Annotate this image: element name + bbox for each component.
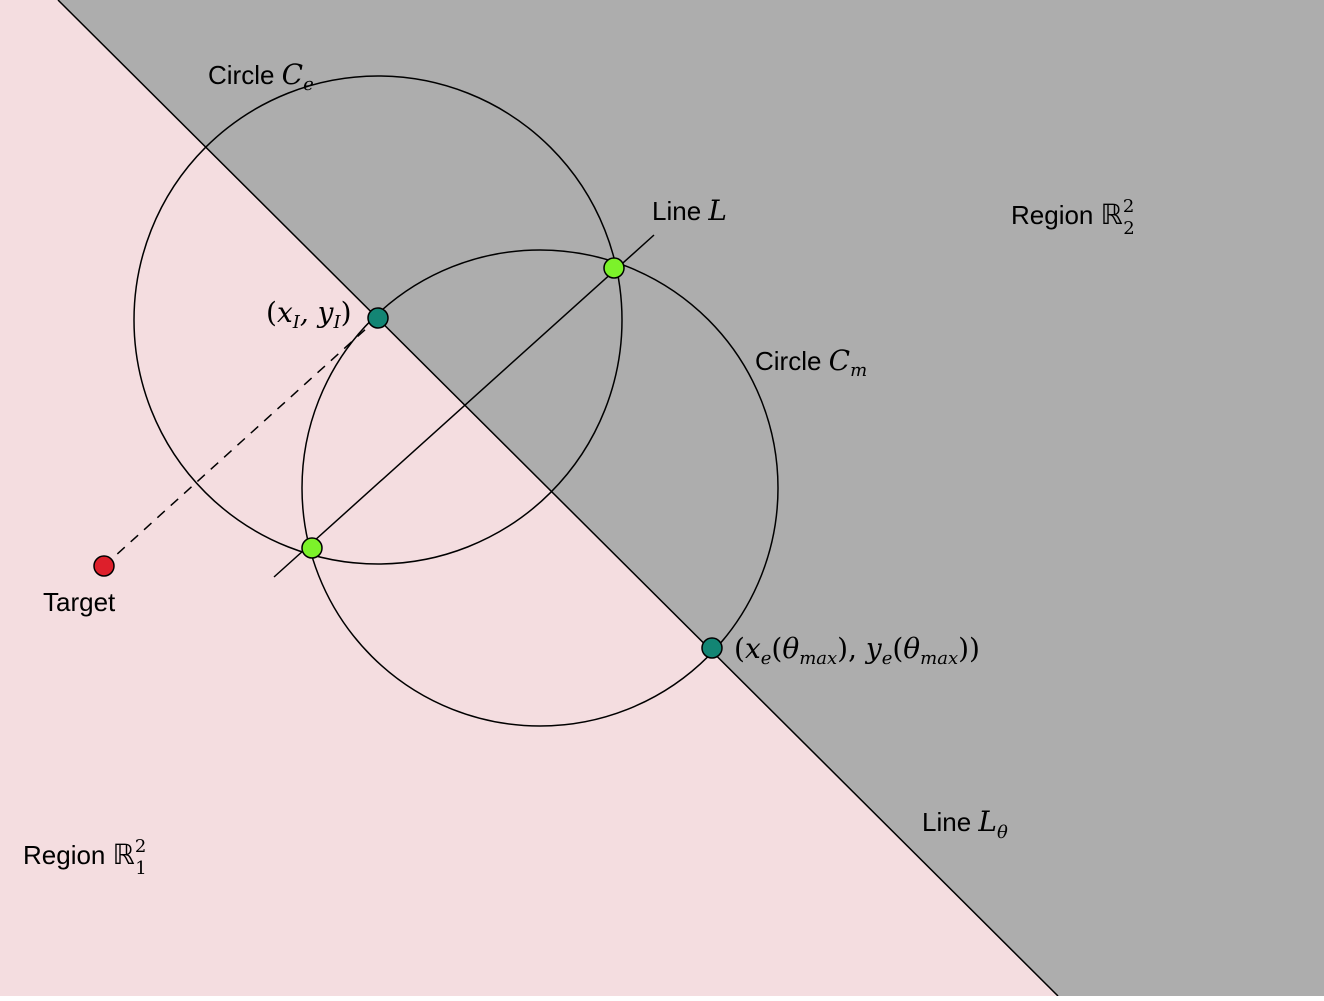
circle-c-e — [133, 75, 623, 565]
label-target: Target — [43, 587, 116, 617]
intersection-point-top — [603, 257, 625, 279]
label-circle-c-e: Circle Ce — [208, 58, 314, 95]
label-line-l: Line L — [652, 194, 727, 227]
dashed-target-line — [103, 317, 379, 567]
point-theta-max — [701, 637, 723, 659]
circle-c-m — [301, 249, 779, 727]
line-l — [273, 234, 655, 578]
point-x-i-y-i — [367, 307, 389, 329]
label-point-x-i-y-i: (xI, yI) — [266, 296, 352, 333]
region-2-area — [58, 0, 1324, 996]
label-point-theta-max: (xe(θmax), ye(θmax)) — [734, 632, 980, 669]
region-1-area — [0, 0, 1058, 996]
intersection-point-bottom — [301, 537, 323, 559]
label-line-l-theta: Line Lθ — [922, 805, 1008, 843]
label-circle-c-m: Circle Cm — [755, 344, 867, 381]
line-l-theta — [57, 0, 1059, 997]
target-point — [93, 555, 115, 577]
